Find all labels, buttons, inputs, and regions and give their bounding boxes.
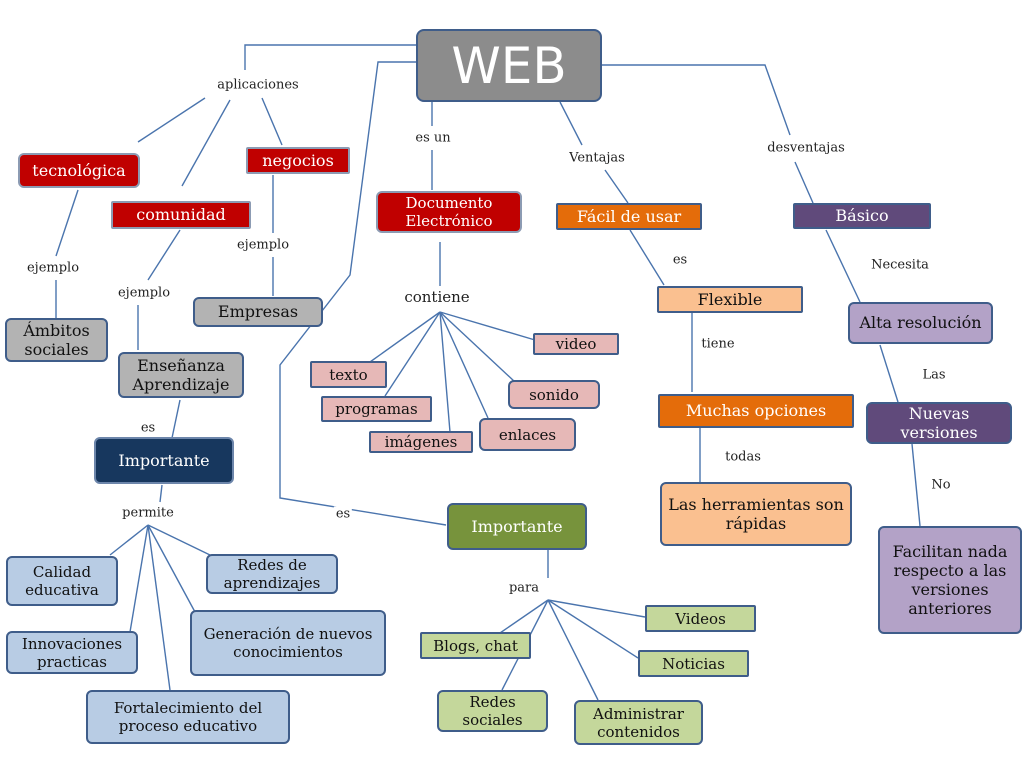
node-enlaces[interactable]: enlaces <box>479 418 576 451</box>
node-facilitan-nada[interactable]: Facilitan nada respecto a las versiones … <box>878 526 1022 634</box>
node-comunidad[interactable]: comunidad <box>111 201 251 229</box>
label-ejemplo-comunidad: ejemplo <box>115 285 173 301</box>
node-basico[interactable]: Básico <box>793 203 931 229</box>
link-web-ventajas <box>559 101 583 146</box>
node-empresas[interactable]: Empresas <box>193 297 323 327</box>
link-contiene-imagenes <box>439 311 451 433</box>
link-aplicaciones-negocios <box>261 97 283 146</box>
link-permite-calidad <box>109 524 149 556</box>
node-redes-sociales[interactable]: Redes sociales <box>437 690 548 732</box>
link-comunidad-ejemplo <box>147 229 181 281</box>
link-para-videos <box>547 599 646 618</box>
link-contiene-programas <box>384 311 441 397</box>
link-para-noticias <box>547 599 639 659</box>
node-facil-de-usar[interactable]: Fácil de usar <box>556 203 702 230</box>
link-ventajas-facil <box>604 169 629 204</box>
link-ensenanza-importante <box>171 399 181 439</box>
label-ejemplo-negocios: ejemplo <box>234 237 292 253</box>
link-tecnologica-ejemplo <box>55 189 79 257</box>
label-es-importante: es <box>333 506 353 522</box>
link-para-blogs <box>499 599 549 634</box>
link-permite-redes <box>147 524 211 556</box>
node-importante-web[interactable]: Importante <box>447 503 587 550</box>
link-aplicaciones-tecnologica <box>137 97 206 143</box>
node-redes-aprendizajes[interactable]: Redes de aprendizajes <box>206 554 338 594</box>
label-las: Las <box>920 367 948 383</box>
label-es-ensenanza: es <box>138 420 158 436</box>
node-innovaciones-practicas[interactable]: Innovaciones practicas <box>6 631 138 674</box>
node-herramientas-rapidas[interactable]: Las herramientas son rápidas <box>660 482 852 546</box>
link-contiene-texto <box>369 311 441 363</box>
link-permite-fortalecimiento <box>147 524 171 691</box>
node-sonido[interactable]: sonido <box>508 380 600 409</box>
link-web-desventajas <box>602 64 791 136</box>
node-negocios[interactable]: negocios <box>246 147 350 174</box>
label-no: No <box>929 477 953 493</box>
label-para: para <box>506 580 542 596</box>
link-nuevas-facilitan <box>911 443 921 527</box>
link-contiene-enlaces <box>439 311 489 419</box>
label-permite: permite <box>120 505 176 521</box>
link-importante-permite <box>159 484 163 503</box>
label-es-un: es un <box>413 130 453 146</box>
node-alta-resolucion[interactable]: Alta resolución <box>848 302 993 344</box>
label-contiene: contiene <box>402 288 472 306</box>
node-texto[interactable]: texto <box>310 361 387 388</box>
label-tiene: tiene <box>699 336 737 352</box>
node-administrar-contenidos[interactable]: Administrar contenidos <box>574 700 703 745</box>
node-calidad-educativa[interactable]: Calidad educativa <box>6 556 118 606</box>
label-ejemplo-tecnologica: ejemplo <box>24 260 82 276</box>
node-importante-educacion[interactable]: Importante <box>94 437 234 484</box>
link-permite-innovaciones <box>129 524 149 633</box>
link-basico-alta <box>825 229 861 303</box>
link-contiene-video <box>439 311 536 341</box>
link-facil-flexible <box>629 229 665 286</box>
link-permite-generacion <box>147 524 196 613</box>
node-flexible[interactable]: Flexible <box>657 286 803 313</box>
label-desventajas: desventajas <box>765 140 847 156</box>
link-web-aplicaciones <box>244 44 416 70</box>
label-aplicaciones: aplicaciones <box>215 77 301 93</box>
label-necesita: Necesita <box>869 257 931 273</box>
node-programas[interactable]: programas <box>321 396 432 422</box>
root-node-web[interactable]: WEB <box>416 29 602 102</box>
label-todas: todas <box>723 449 763 465</box>
link-aplicaciones-comunidad <box>181 99 231 187</box>
node-ensenanza-aprendizaje[interactable]: Enseñanza Aprendizaje <box>118 352 244 398</box>
link-alta-nuevas <box>879 344 899 403</box>
node-videos[interactable]: Videos <box>645 605 756 632</box>
node-nuevas-versiones[interactable]: Nuevas versiones <box>866 402 1012 444</box>
node-imagenes[interactable]: imágenes <box>369 431 473 453</box>
node-ambitos-sociales[interactable]: Ámbitos sociales <box>5 318 108 362</box>
node-blogs-chat[interactable]: Blogs, chat <box>420 632 531 659</box>
node-noticias[interactable]: Noticias <box>638 650 749 677</box>
node-muchas-opciones[interactable]: Muchas opciones <box>658 394 854 428</box>
node-fortalecimiento[interactable]: Fortalecimiento del proceso educativo <box>86 690 290 744</box>
link-para-administrar <box>547 599 599 701</box>
node-documento-electronico[interactable]: Documento Electrónico <box>376 191 522 233</box>
label-ventajas: Ventajas <box>567 150 627 166</box>
link-desventajas-basico <box>794 161 814 204</box>
label-es-flexible: es <box>670 252 690 268</box>
node-video[interactable]: video <box>533 333 619 355</box>
node-tecnologica[interactable]: tecnológica <box>18 153 140 188</box>
node-generacion-conocimientos[interactable]: Generación de nuevos conocimientos <box>190 610 386 676</box>
link-contiene-sonido <box>439 311 516 383</box>
